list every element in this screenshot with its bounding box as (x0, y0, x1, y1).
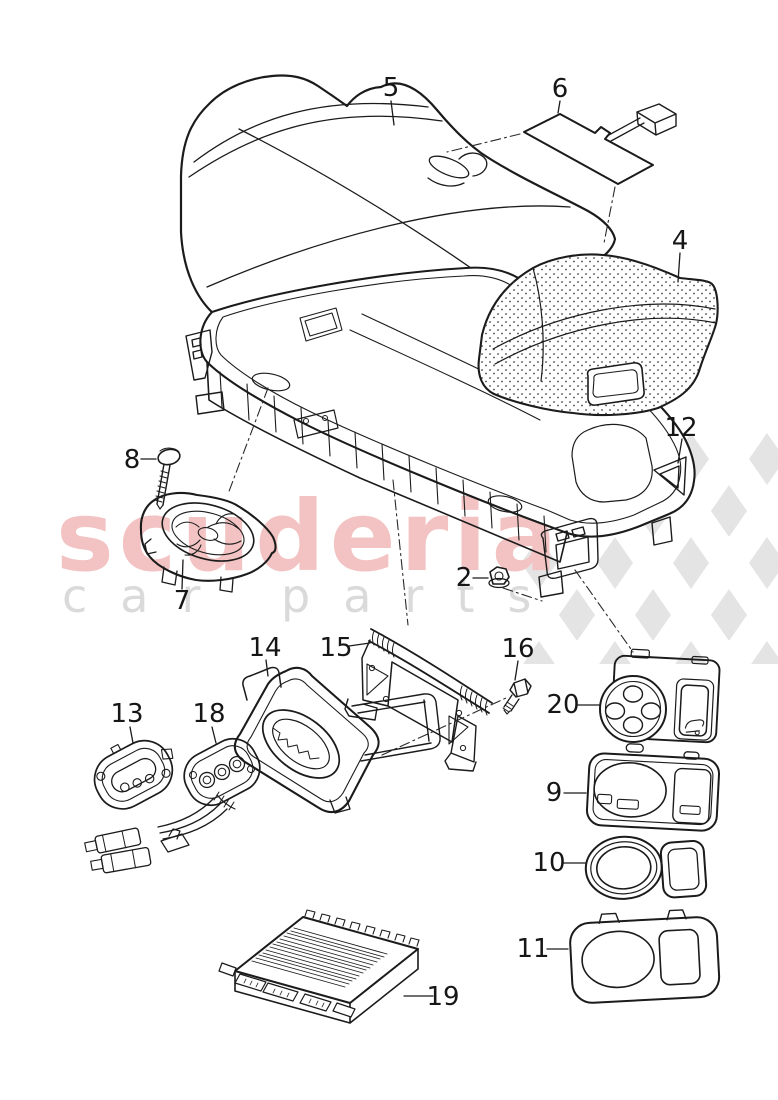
harness-connector-b (90, 846, 152, 874)
part-10-switch-trim-ring (584, 835, 708, 900)
line-art (84, 74, 721, 1024)
module-heatsink-ribs (251, 927, 388, 988)
sensor-wire (606, 117, 645, 142)
fan-spokes (175, 513, 242, 556)
part-13-trim-plate (93, 739, 174, 810)
frame-end-pocket (653, 456, 687, 496)
part-14-isofix-guide-housing (233, 666, 441, 814)
part-labels: 5 6 4 12 8 7 2 14 15 16 20 13 18 9 10 11… (110, 73, 697, 1012)
part-label-6: 6 (552, 74, 569, 104)
bracket-ribs-right (460, 685, 488, 716)
leader-lines (129, 100, 683, 997)
foam-cutout (586, 362, 645, 406)
part-7-seat-ventilation-blower (139, 491, 277, 593)
part-label-4: 4 (672, 226, 689, 256)
part-label-9: 9 (546, 778, 563, 808)
part-15-mounting-bracket (227, 387, 507, 772)
bracket-ribs-left (372, 630, 395, 658)
frame-slats (219, 371, 547, 553)
part-label-11: 11 (516, 934, 549, 964)
part-6-seat-occupancy-sensor-mat (446, 103, 677, 244)
guide-teeth (272, 727, 320, 760)
part-9-switch-housing (585, 743, 721, 832)
guide-wing (351, 693, 441, 762)
frame-left-bracket (185, 329, 213, 381)
part-label-8: 8 (124, 445, 141, 475)
seat-recline-icon (684, 719, 705, 733)
part-label-13: 13 (110, 699, 143, 729)
module-connectors (218, 962, 356, 1018)
harness-clip (160, 828, 190, 853)
part-2-hex-nut (488, 566, 543, 602)
part-20-seat-adjustment-switch (574, 569, 721, 744)
part-label-7: 7 (174, 586, 191, 616)
part-label-12: 12 (664, 413, 697, 443)
cushion-latch-detail (428, 155, 470, 179)
part-label-14: 14 (248, 633, 281, 663)
part-label-5: 5 (383, 73, 400, 103)
part-16-bolt (502, 678, 532, 715)
harness-connector-a (84, 827, 142, 854)
frame-switch-mount (540, 517, 599, 580)
part-label-18: 18 (192, 699, 225, 729)
part-label-16: 16 (501, 634, 534, 664)
sensor-connector (636, 103, 677, 136)
part-label-19: 19 (426, 982, 459, 1012)
part-18-harness-connector-plate (84, 737, 261, 874)
part-19-seat-control-module (218, 909, 420, 1024)
part-label-2: 2 (456, 563, 473, 593)
part-4-seat-cushion-foam-pad (477, 253, 719, 417)
module-castellation (304, 909, 420, 947)
part-label-15: 15 (319, 633, 352, 663)
watermark-brand-text: scuderia (56, 480, 562, 593)
frame-front-rail (206, 361, 568, 563)
watermark-tagline-text: car parts (62, 569, 564, 623)
part-label-10: 10 (532, 848, 565, 878)
part-11-switch-bezel-plate (569, 909, 721, 1004)
part-label-20: 20 (546, 690, 579, 720)
part-8-fastening-screw (154, 447, 181, 510)
